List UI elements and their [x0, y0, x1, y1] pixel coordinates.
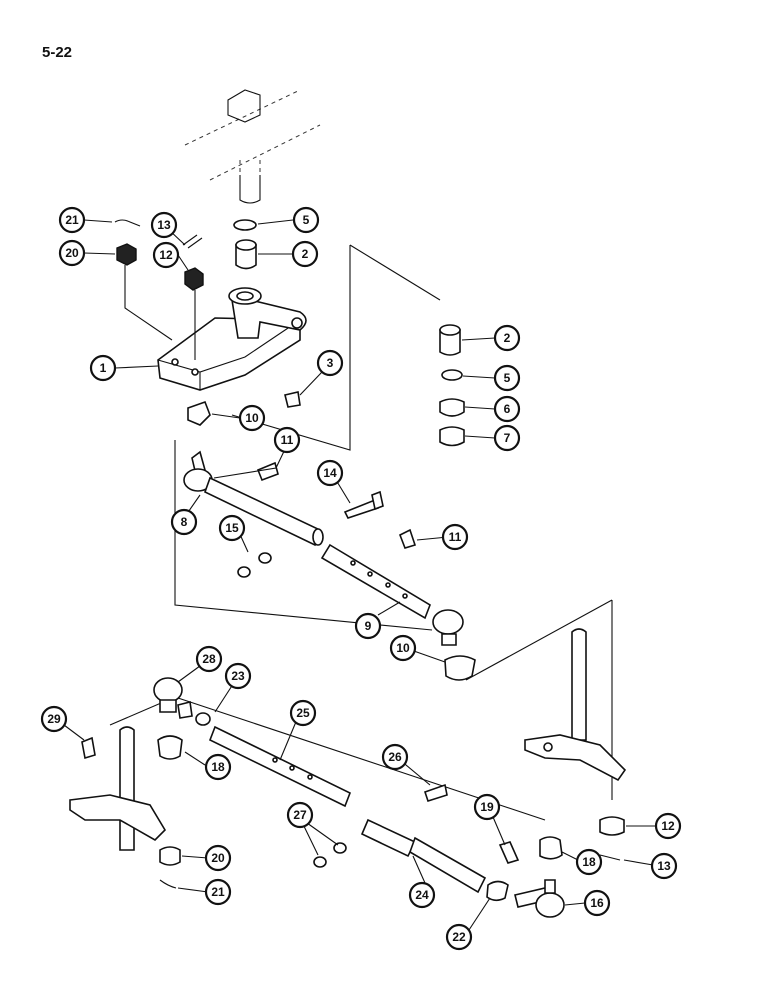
- svg-text:7: 7: [504, 431, 511, 445]
- callout-19: 19: [473, 793, 501, 821]
- svg-text:5: 5: [504, 371, 511, 385]
- callout-10-lower: 10: [389, 634, 417, 662]
- svg-text:26: 26: [388, 750, 402, 764]
- svg-text:18: 18: [211, 760, 225, 774]
- page-number: 5-22: [42, 44, 73, 61]
- drag-link-assembly: [69, 677, 565, 918]
- svg-text:11: 11: [449, 530, 462, 544]
- callout-12-top: 12: [152, 241, 180, 269]
- svg-text:25: 25: [296, 706, 310, 720]
- callout-9: 9: [354, 612, 382, 640]
- callout-23: 23: [224, 662, 252, 690]
- callout-5-top: 5: [292, 206, 320, 234]
- svg-text:2: 2: [504, 331, 511, 345]
- callout-2-right: 2: [493, 324, 521, 352]
- svg-text:2: 2: [302, 247, 309, 261]
- svg-text:23: 23: [231, 669, 245, 683]
- callout-18-left: 18: [204, 753, 232, 781]
- callout-13-top: 13: [150, 211, 178, 239]
- svg-text:12: 12: [661, 819, 675, 833]
- svg-text:28: 28: [202, 652, 216, 666]
- callout-13-lower: 13: [650, 852, 678, 880]
- callout-24: 24: [408, 881, 436, 909]
- callout-6: 6: [493, 395, 521, 423]
- callout-12-lower: 12: [654, 812, 682, 840]
- callout-27: 27: [286, 801, 314, 829]
- svg-text:20: 20: [65, 246, 79, 260]
- svg-text:11: 11: [281, 433, 294, 447]
- callout-8: 8: [170, 508, 198, 536]
- callout-circles: 21 13 5 20 12 2 2 5 1 3 6 10 7 11 14 8 1…: [40, 206, 682, 951]
- callout-1: 1: [89, 354, 117, 382]
- callout-26: 26: [381, 743, 409, 771]
- svg-text:21: 21: [65, 213, 79, 227]
- callout-29: 29: [40, 705, 68, 733]
- svg-text:3: 3: [327, 356, 334, 370]
- frame-outline: [184, 89, 321, 204]
- svg-text:21: 21: [211, 885, 225, 899]
- callout-10-upper: 10: [238, 404, 266, 432]
- svg-text:13: 13: [657, 859, 671, 873]
- upper-hardware: [114, 219, 465, 447]
- svg-text:10: 10: [245, 411, 259, 425]
- svg-text:24: 24: [415, 888, 429, 902]
- right-spindle: [524, 628, 627, 861]
- svg-text:5: 5: [303, 213, 310, 227]
- callout-5-right: 5: [493, 364, 521, 392]
- callout-28: 28: [195, 645, 223, 673]
- svg-text:19: 19: [480, 800, 494, 814]
- svg-text:29: 29: [47, 712, 61, 726]
- tie-rod-8: [183, 450, 384, 578]
- callout-7: 7: [493, 424, 521, 452]
- callout-20-top: 20: [58, 239, 86, 267]
- svg-text:22: 22: [452, 930, 466, 944]
- svg-text:20: 20: [211, 851, 225, 865]
- svg-text:27: 27: [293, 808, 307, 822]
- callout-20-lower: 20: [204, 844, 232, 872]
- svg-text:12: 12: [159, 248, 173, 262]
- callout-21-lower: 21: [204, 878, 232, 906]
- callout-22: 22: [445, 923, 473, 951]
- callout-14: 14: [316, 459, 344, 487]
- svg-text:6: 6: [504, 402, 511, 416]
- svg-text:15: 15: [225, 521, 239, 535]
- upper-leader-lines: [109, 244, 613, 821]
- svg-text:18: 18: [582, 855, 596, 869]
- callout-21-top: 21: [58, 206, 86, 234]
- svg-text:13: 13: [157, 218, 171, 232]
- svg-text:14: 14: [323, 466, 337, 480]
- callout-2-upper: 2: [291, 240, 319, 268]
- tie-rod-9: [320, 528, 476, 681]
- callout-18-right: 18: [575, 848, 603, 876]
- svg-text:16: 16: [590, 896, 604, 910]
- svg-text:9: 9: [365, 619, 372, 633]
- svg-text:1: 1: [100, 361, 107, 375]
- pivot-bracket: [157, 287, 307, 391]
- callout-3: 3: [316, 349, 344, 377]
- svg-text:8: 8: [181, 515, 188, 529]
- callout-16: 16: [583, 889, 611, 917]
- callout-15: 15: [218, 514, 246, 542]
- svg-text:10: 10: [396, 641, 410, 655]
- callout-25: 25: [289, 699, 317, 727]
- callout-11-upper: 11: [273, 426, 301, 454]
- callout-11-lower: 11: [441, 523, 469, 551]
